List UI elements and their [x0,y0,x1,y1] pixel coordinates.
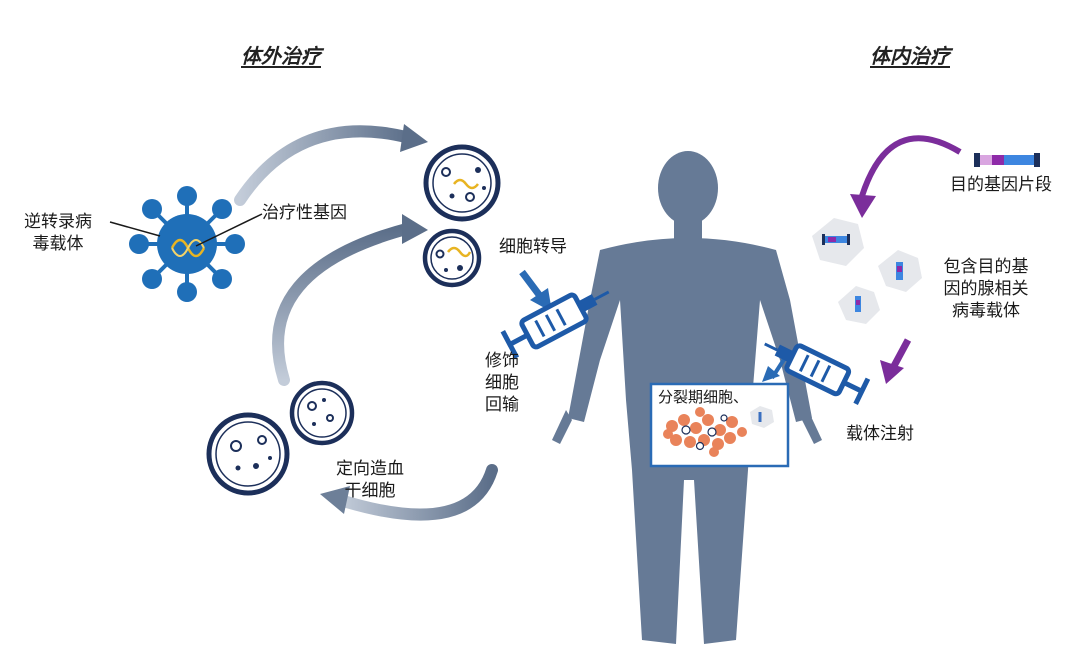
aav-label-line3: 病毒载体 [952,301,1020,321]
cycle-arrow-top [234,124,428,206]
in-vivo-heading: 体内治疗 [870,44,950,68]
stem-cell-label: 定向造血 干细胞 [322,458,418,502]
aav-capsid-1 [812,218,864,266]
ex-vivo-heading: 体外治疗 [241,44,321,68]
retrovirus-pointer-line [109,221,161,237]
retrovirus-label-line1: 逆转录病 [24,212,92,232]
aav-capsid-2 [878,250,922,292]
stem-cell-label-line2: 干细胞 [344,481,396,501]
cycle-arrow-bottom [320,464,498,521]
aav-capsid-3 [838,286,880,324]
reinfusion-label-line1: 修饰 [485,351,519,371]
retrovirus-label-line2: 毒载体 [32,234,84,254]
aav-label-line2: 因的腺相关 [943,279,1029,299]
aav-vector-label: 包含目的基 因的腺相关 病毒载体 [934,256,1038,322]
purple-curved-arrow [850,135,962,218]
petri-dish-transduced-small [422,228,482,288]
retrovirus-vector-label: 逆转录病 毒载体 [10,211,106,255]
petri-dish-stem-cells-small [289,380,355,446]
reinfusion-label-line3: 回输 [485,395,519,415]
petri-dish-transduced-large [423,144,501,222]
target-gene-fragment-label: 目的基因片段 [950,175,1052,195]
retrovirus-icon [129,186,245,302]
vector-injection-label: 载体注射 [846,424,914,444]
aav-label-line1: 包含目的基 [943,257,1029,277]
dividing-cells-inset [649,382,790,468]
reinfusion-label-line2: 细胞 [485,373,519,393]
cell-transduction-label: 细胞转导 [499,237,567,257]
target-gene-fragment-icon [974,153,1040,167]
gene-pointer-line [195,213,263,247]
petri-dish-stem-cells-large [206,412,290,496]
therapeutic-gene-label: 治疗性基因 [262,203,347,223]
modified-cell-reinfusion-label: 修饰 细胞 回输 [478,350,526,416]
syringe-injection-icon [764,342,871,405]
dividing-cells-label: 分裂期细胞、 [658,388,749,406]
syringe-reinfusion-icon [500,290,610,359]
purple-down-arrow [880,338,912,384]
cycle-arrow-left [272,214,428,386]
stem-cell-label-line1: 定向造血 [336,459,404,479]
